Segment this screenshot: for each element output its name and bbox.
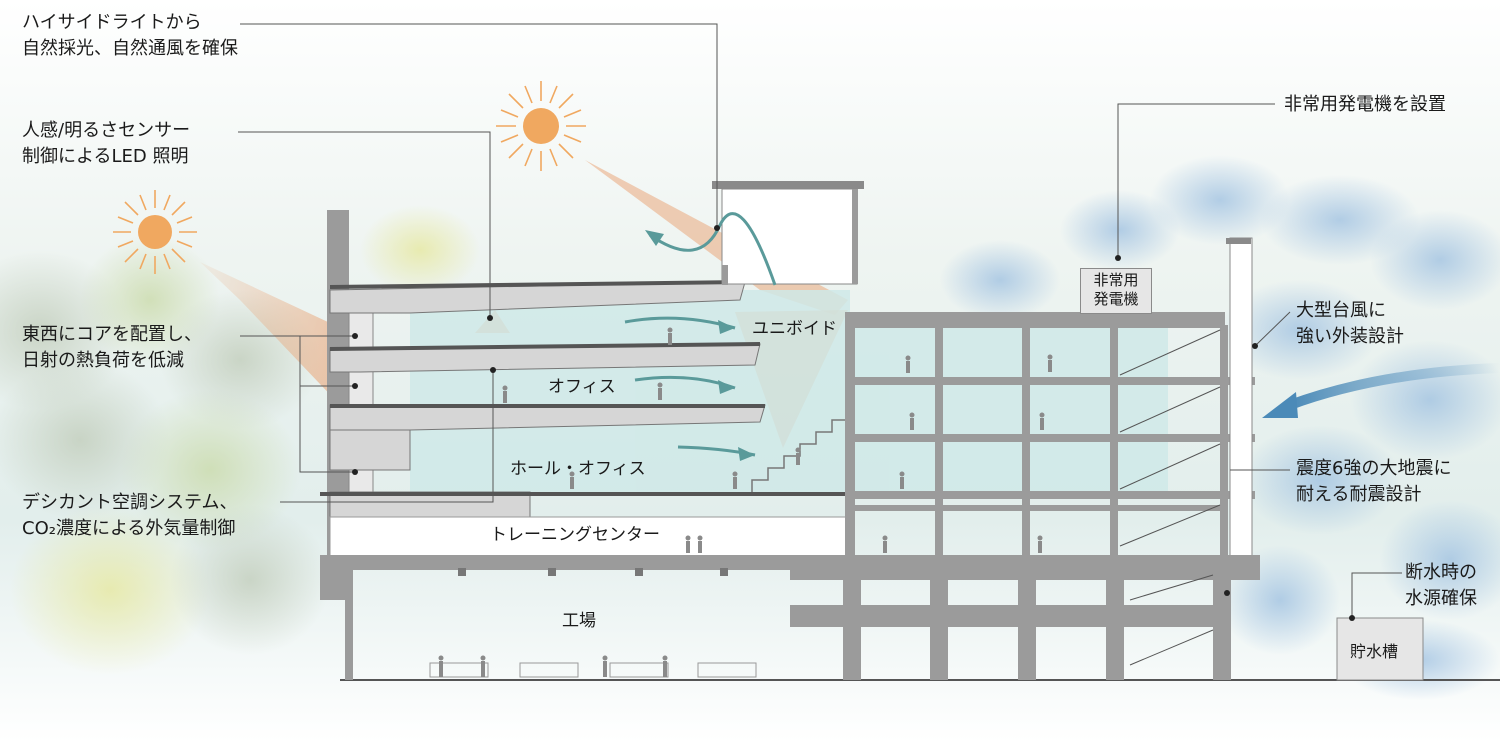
generator-box-line: 発電機 xyxy=(1093,290,1139,308)
callout-line: 制御によるLED 照明 xyxy=(22,146,189,167)
callout-line: 日射の熱負荷を低減 xyxy=(22,350,184,371)
callout-line: 強い外装設計 xyxy=(1296,326,1404,347)
label-water-tank: 貯水槽 xyxy=(1350,642,1399,661)
high-side-light-tower xyxy=(712,181,864,285)
generator-box: 非常用 発電機 xyxy=(1080,268,1152,314)
water-tank xyxy=(1336,617,1424,681)
wind-arrow xyxy=(1288,363,1500,410)
callout-line: ハイサイドライトから xyxy=(22,12,202,33)
podium-structure xyxy=(320,555,1260,680)
callout-typhoon: 大型台風に 強い外装設計 xyxy=(1296,298,1404,350)
callout-high-side-light: ハイサイドライトから 自然採光、自然通風を確保 xyxy=(22,10,238,62)
factory-equipment xyxy=(429,662,757,678)
callout-line: 人感/明るさセンサー xyxy=(22,120,191,141)
generator-box-line: 非常用 xyxy=(1093,271,1139,289)
leader-lines xyxy=(238,23,1402,618)
glass-zones xyxy=(410,290,1168,495)
left-trees xyxy=(0,205,480,675)
callout-sensor-led: 人感/明るさセンサー 制御によるLED 照明 xyxy=(22,118,190,170)
callout-line: 大型台風に xyxy=(1296,300,1386,321)
callout-line: 震度6強の大地震に xyxy=(1296,458,1452,479)
callout-earthquake: 震度6強の大地震に 耐える耐震設計 xyxy=(1296,456,1451,508)
callout-generator: 非常用発電機を設置 xyxy=(1284,92,1446,118)
label-training-center: トレーニングセンター xyxy=(490,525,660,545)
label-univoid: ユニボイド xyxy=(752,319,837,339)
label-hall-office: ホール・オフィス xyxy=(510,459,646,479)
callout-line: 水源確保 xyxy=(1405,588,1477,609)
callout-line: 断水時の xyxy=(1405,562,1477,583)
sun-icon xyxy=(113,190,197,274)
callout-core-placement: 東西にコアを配置し、 日射の熱負荷を低減 xyxy=(22,322,202,374)
sun-ray-west xyxy=(200,262,345,405)
callout-line: 東西にコアを配置し、 xyxy=(22,324,202,345)
callout-line: 非常用発電機を設置 xyxy=(1284,94,1446,115)
callout-line: CO₂濃度による外気量制御 xyxy=(22,518,236,539)
callout-water-source: 断水時の 水源確保 xyxy=(1405,560,1477,612)
callout-line: 耐える耐震設計 xyxy=(1296,484,1422,505)
callout-line: デシカント空調システム、 xyxy=(22,492,238,513)
sun-icon xyxy=(496,81,586,171)
callout-desiccant: デシカント空調システム、 CO₂濃度による外気量制御 xyxy=(22,490,237,542)
people-silhouettes xyxy=(438,327,1053,677)
label-office: オフィス xyxy=(548,377,616,397)
callout-line: 自然採光、自然通風を確保 xyxy=(22,38,238,59)
label-factory: 工場 xyxy=(562,611,596,631)
wind-arrowhead xyxy=(1262,392,1298,418)
airflow-arrowheads xyxy=(645,230,755,461)
leader-dots xyxy=(352,225,1355,621)
east-wing-structure xyxy=(845,237,1255,569)
